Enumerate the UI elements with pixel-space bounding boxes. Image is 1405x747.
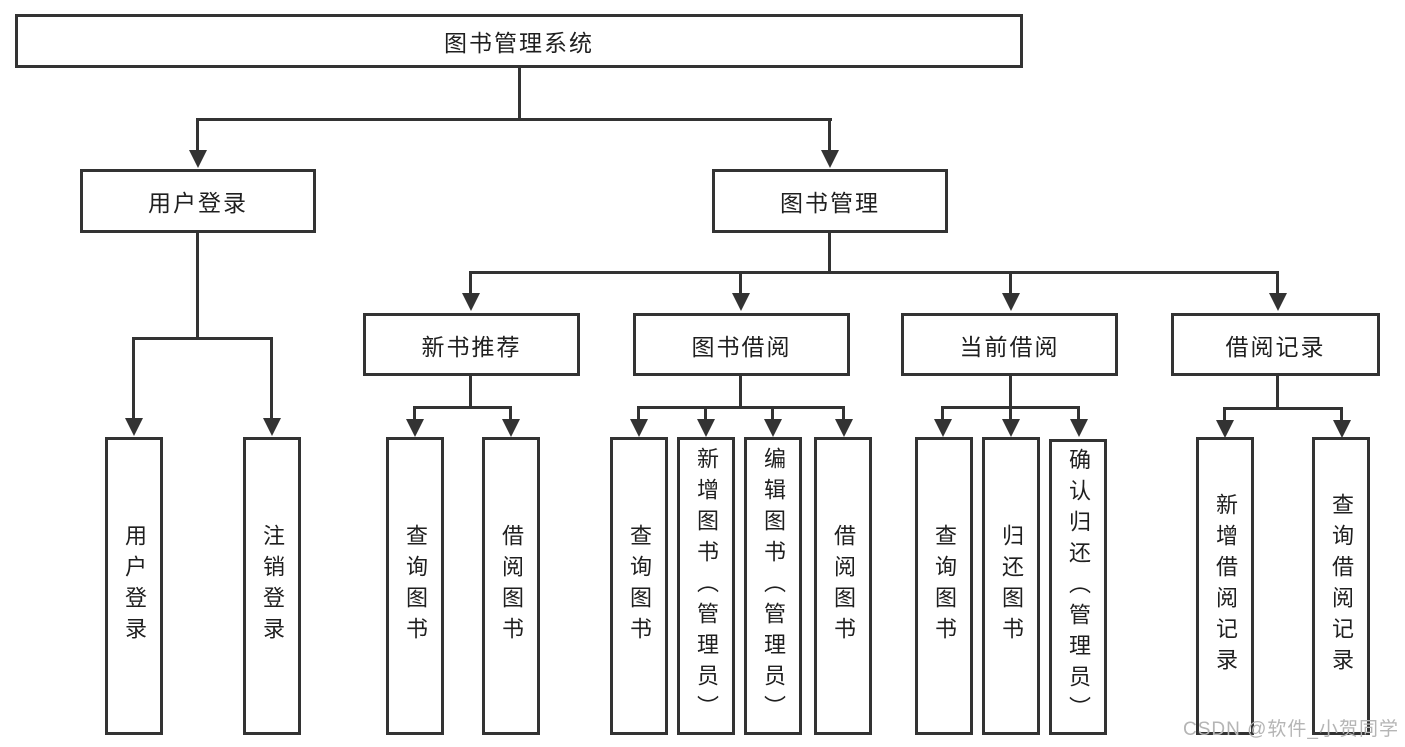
arrow-down-icon xyxy=(1215,407,1234,438)
node-label: 当前借阅 xyxy=(959,333,1060,360)
leaf-logout: 注销登录 xyxy=(243,437,301,735)
connector-line xyxy=(1009,376,1012,409)
arrow-down-icon xyxy=(461,271,480,311)
node-label: 新书推荐 xyxy=(421,333,522,360)
connector-line xyxy=(739,376,742,409)
connector-line xyxy=(469,271,1279,274)
leaf-label: 用户登录 xyxy=(122,524,147,648)
arrow-down-icon xyxy=(763,406,782,437)
leaf-current-query-books: 查询图书 xyxy=(915,437,973,735)
connector-line xyxy=(828,233,831,274)
arrow-down-icon xyxy=(1332,407,1351,438)
leaf-records-add-borrow-record: 新增借阅记录 xyxy=(1196,437,1254,735)
connector-line xyxy=(196,233,199,340)
arrow-down-icon xyxy=(1001,406,1020,437)
arrow-down-icon xyxy=(731,271,750,311)
connector-line xyxy=(469,376,472,409)
leaf-current-return-books: 归还图书 xyxy=(982,437,1040,735)
leaf-current-confirm-return-admin: 确认归还（管理员） xyxy=(1049,439,1107,735)
leaf-borrowing-query-books: 查询图书 xyxy=(610,437,668,735)
node-book-management: 图书管理 xyxy=(712,169,948,233)
arrow-down-icon xyxy=(629,406,648,437)
connector-line xyxy=(637,406,845,409)
leaf-recommend-borrow-books: 借阅图书 xyxy=(482,437,540,735)
arrow-down-icon xyxy=(124,337,143,436)
leaf-records-query-borrow-record: 查询借阅记录 xyxy=(1312,437,1370,735)
connector-line xyxy=(132,337,273,340)
connector-line xyxy=(196,118,832,121)
arrow-down-icon xyxy=(188,118,207,168)
node-book-borrowing: 图书借阅 xyxy=(633,313,850,376)
node-new-book-recommend: 新书推荐 xyxy=(363,313,580,376)
leaf-label: 借阅图书 xyxy=(499,524,524,648)
node-user-login: 用户登录 xyxy=(80,169,316,233)
arrow-down-icon xyxy=(501,406,520,437)
leaf-borrowing-edit-books-admin: 编辑图书（管理员） xyxy=(744,437,802,735)
node-label: 图书管理 xyxy=(780,190,880,216)
node-label: 图书借阅 xyxy=(691,333,792,360)
leaf-label: 新增借阅记录 xyxy=(1213,493,1238,679)
arrow-down-icon xyxy=(1069,406,1088,437)
arrow-down-icon xyxy=(933,406,952,437)
leaf-label: 查询图书 xyxy=(627,524,652,648)
leaf-user-login: 用户登录 xyxy=(105,437,163,735)
leaf-label: 新增图书（管理员） xyxy=(694,446,719,726)
leaf-label: 注销登录 xyxy=(260,524,285,648)
arrow-down-icon xyxy=(405,406,424,437)
leaf-label: 查询借阅记录 xyxy=(1329,493,1354,679)
node-label: 用户登录 xyxy=(148,190,248,216)
leaf-label: 确认归还（管理员） xyxy=(1066,447,1091,727)
node-label: 图书管理系统 xyxy=(444,30,594,56)
connector-line xyxy=(1223,407,1343,410)
leaf-label: 归还图书 xyxy=(999,524,1024,648)
arrow-down-icon xyxy=(1001,271,1020,311)
csdn-watermark: CSDN @软件_小贺同学 xyxy=(1183,719,1399,740)
leaf-borrowing-add-books-admin: 新增图书（管理员） xyxy=(677,437,735,735)
leaf-borrowing-borrow-books: 借阅图书 xyxy=(814,437,872,735)
leaf-label: 查询图书 xyxy=(932,524,957,648)
arrow-down-icon xyxy=(1268,271,1287,311)
connector-line xyxy=(518,68,521,120)
arrow-down-icon xyxy=(820,118,839,168)
connector-line xyxy=(1276,376,1279,410)
leaf-recommend-query-books: 查询图书 xyxy=(386,437,444,735)
leaf-label: 查询图书 xyxy=(403,524,428,648)
node-borrowing-records: 借阅记录 xyxy=(1171,313,1380,376)
leaf-label: 编辑图书（管理员） xyxy=(761,446,786,726)
connector-line xyxy=(413,406,512,409)
node-label: 借阅记录 xyxy=(1225,333,1326,360)
node-library-management-system: 图书管理系统 xyxy=(15,14,1023,68)
arrow-down-icon xyxy=(834,406,853,437)
arrow-down-icon xyxy=(262,337,281,436)
leaf-label: 借阅图书 xyxy=(831,524,856,648)
node-current-borrowing: 当前借阅 xyxy=(901,313,1118,376)
arrow-down-icon xyxy=(696,406,715,437)
